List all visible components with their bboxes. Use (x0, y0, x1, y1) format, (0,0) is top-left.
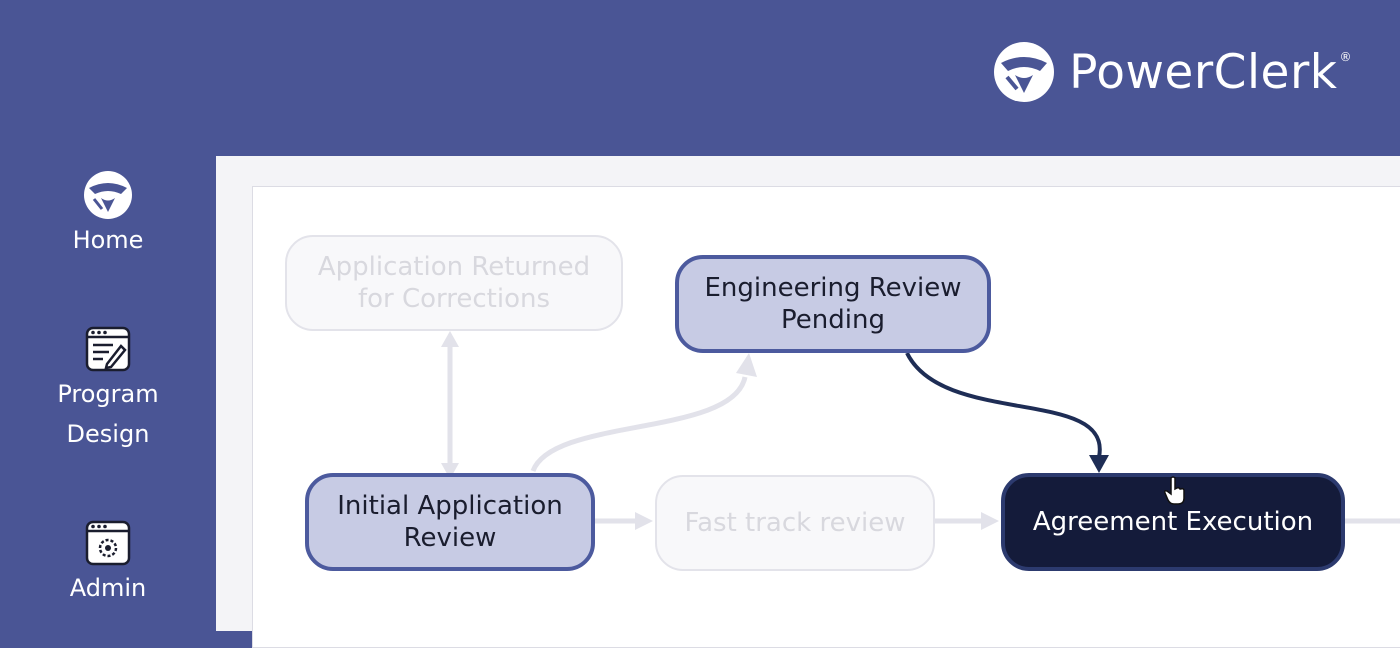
main-content: Application Returned for Corrections Eng… (216, 156, 1400, 648)
node-label: Application Returned for Corrections (317, 252, 591, 314)
arrowhead-agreement-side (981, 512, 999, 530)
hand-cursor-icon (1164, 476, 1185, 505)
workflow-node-engineering[interactable]: Engineering Review Pending (675, 255, 991, 353)
app-header: PowerClerk® (0, 0, 1400, 156)
arrowhead-engineering (736, 353, 757, 377)
brand-name-text: PowerClerk (1069, 44, 1338, 100)
settings-window-icon (85, 520, 131, 566)
sidebar: Home Program Design Admin (0, 156, 216, 631)
shield-logo-icon (84, 171, 132, 219)
node-label: Fast track review (684, 508, 906, 538)
node-label: Engineering Review Pending (704, 273, 962, 335)
sidebar-item-program-design[interactable]: Program Design (0, 324, 216, 454)
connector-engineering-agreement (905, 352, 1102, 458)
workflow-node-fasttrack[interactable]: Fast track review (655, 475, 935, 571)
powerclerk-logo-icon (994, 42, 1055, 102)
arrowhead-agreement (1089, 455, 1109, 473)
workflow-node-returned[interactable]: Application Returned for Corrections (285, 235, 623, 331)
sidebar-item-admin[interactable]: Admin (0, 518, 216, 608)
sidebar-item-label: Admin (69, 574, 147, 602)
node-label: Initial Application Review (337, 491, 563, 553)
workflow-node-agreement[interactable]: Agreement Execution (1001, 473, 1345, 571)
registered-mark: ® (1339, 49, 1352, 64)
form-edit-icon (85, 326, 131, 372)
arrowhead-fasttrack (635, 512, 653, 530)
brand-name: PowerClerk® (1069, 49, 1352, 96)
workflow-connectors (441, 331, 1400, 530)
node-label: Agreement Execution (1032, 507, 1314, 537)
arrowhead-down (441, 463, 459, 479)
sidebar-item-label: Home (72, 226, 144, 254)
brand[interactable]: PowerClerk® (993, 40, 1352, 104)
sidebar-item-label: Program Design (57, 380, 159, 448)
workflow-canvas: Application Returned for Corrections Eng… (252, 186, 1400, 648)
workflow-node-initial[interactable]: Initial Application Review (305, 473, 595, 571)
connector-initial-engineering (530, 376, 748, 473)
sidebar-item-home[interactable]: Home (0, 170, 216, 260)
arrowhead-up (441, 331, 459, 347)
